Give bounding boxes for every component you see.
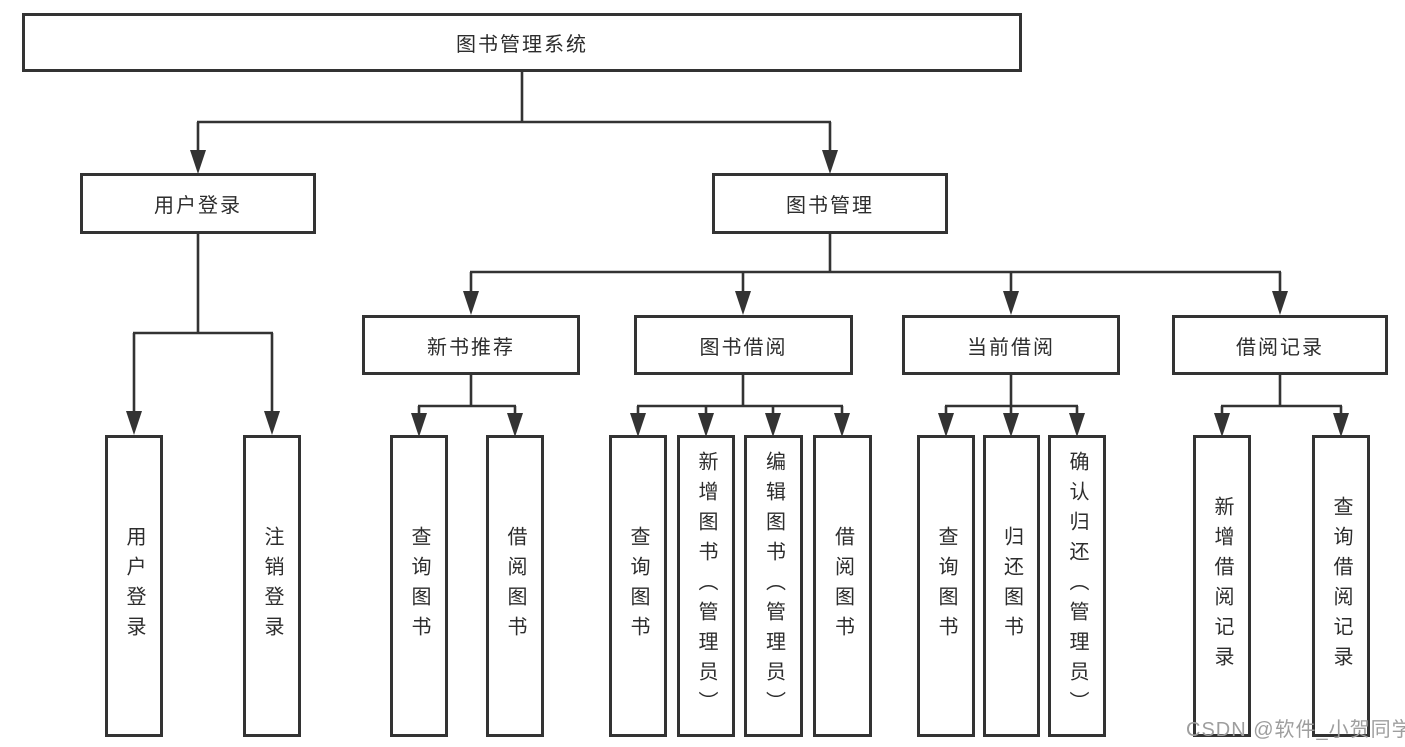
node-new-book-recommend: 新书推荐 xyxy=(362,315,580,375)
node-leaf-logout: 注销登录 xyxy=(243,435,301,737)
node-leaf-query-books-borrowing: 查询图书 xyxy=(609,435,667,737)
node-current-borrowing: 当前借阅 xyxy=(902,315,1120,375)
node-user-login: 用户登录 xyxy=(80,173,316,234)
node-leaf-user-login: 用户登录 xyxy=(105,435,163,737)
node-leaf-query-borrow-record: 查询借阅记录 xyxy=(1312,435,1370,737)
node-book-management: 图书管理 xyxy=(712,173,948,234)
node-leaf-return-books: 归还图书 xyxy=(983,435,1040,737)
node-leaf-edit-books-admin: 编辑图书（管理员） xyxy=(744,435,803,737)
node-leaf-query-books-current: 查询图书 xyxy=(917,435,975,737)
node-leaf-add-borrow-record: 新增借阅记录 xyxy=(1193,435,1251,737)
node-leaf-borrow-books: 借阅图书 xyxy=(813,435,872,737)
node-library-system: 图书管理系统 xyxy=(22,13,1022,72)
node-leaf-borrow-books-recommend: 借阅图书 xyxy=(486,435,544,737)
node-leaf-add-books-admin: 新增图书（管理员） xyxy=(677,435,735,737)
node-leaf-confirm-return-admin: 确认归还（管理员） xyxy=(1048,435,1106,737)
node-leaf-query-books-recommend: 查询图书 xyxy=(390,435,448,737)
watermark: CSDN @软件_小贺同学 xyxy=(1186,719,1405,741)
node-book-borrowing: 图书借阅 xyxy=(634,315,853,375)
node-borrowing-records: 借阅记录 xyxy=(1172,315,1388,375)
